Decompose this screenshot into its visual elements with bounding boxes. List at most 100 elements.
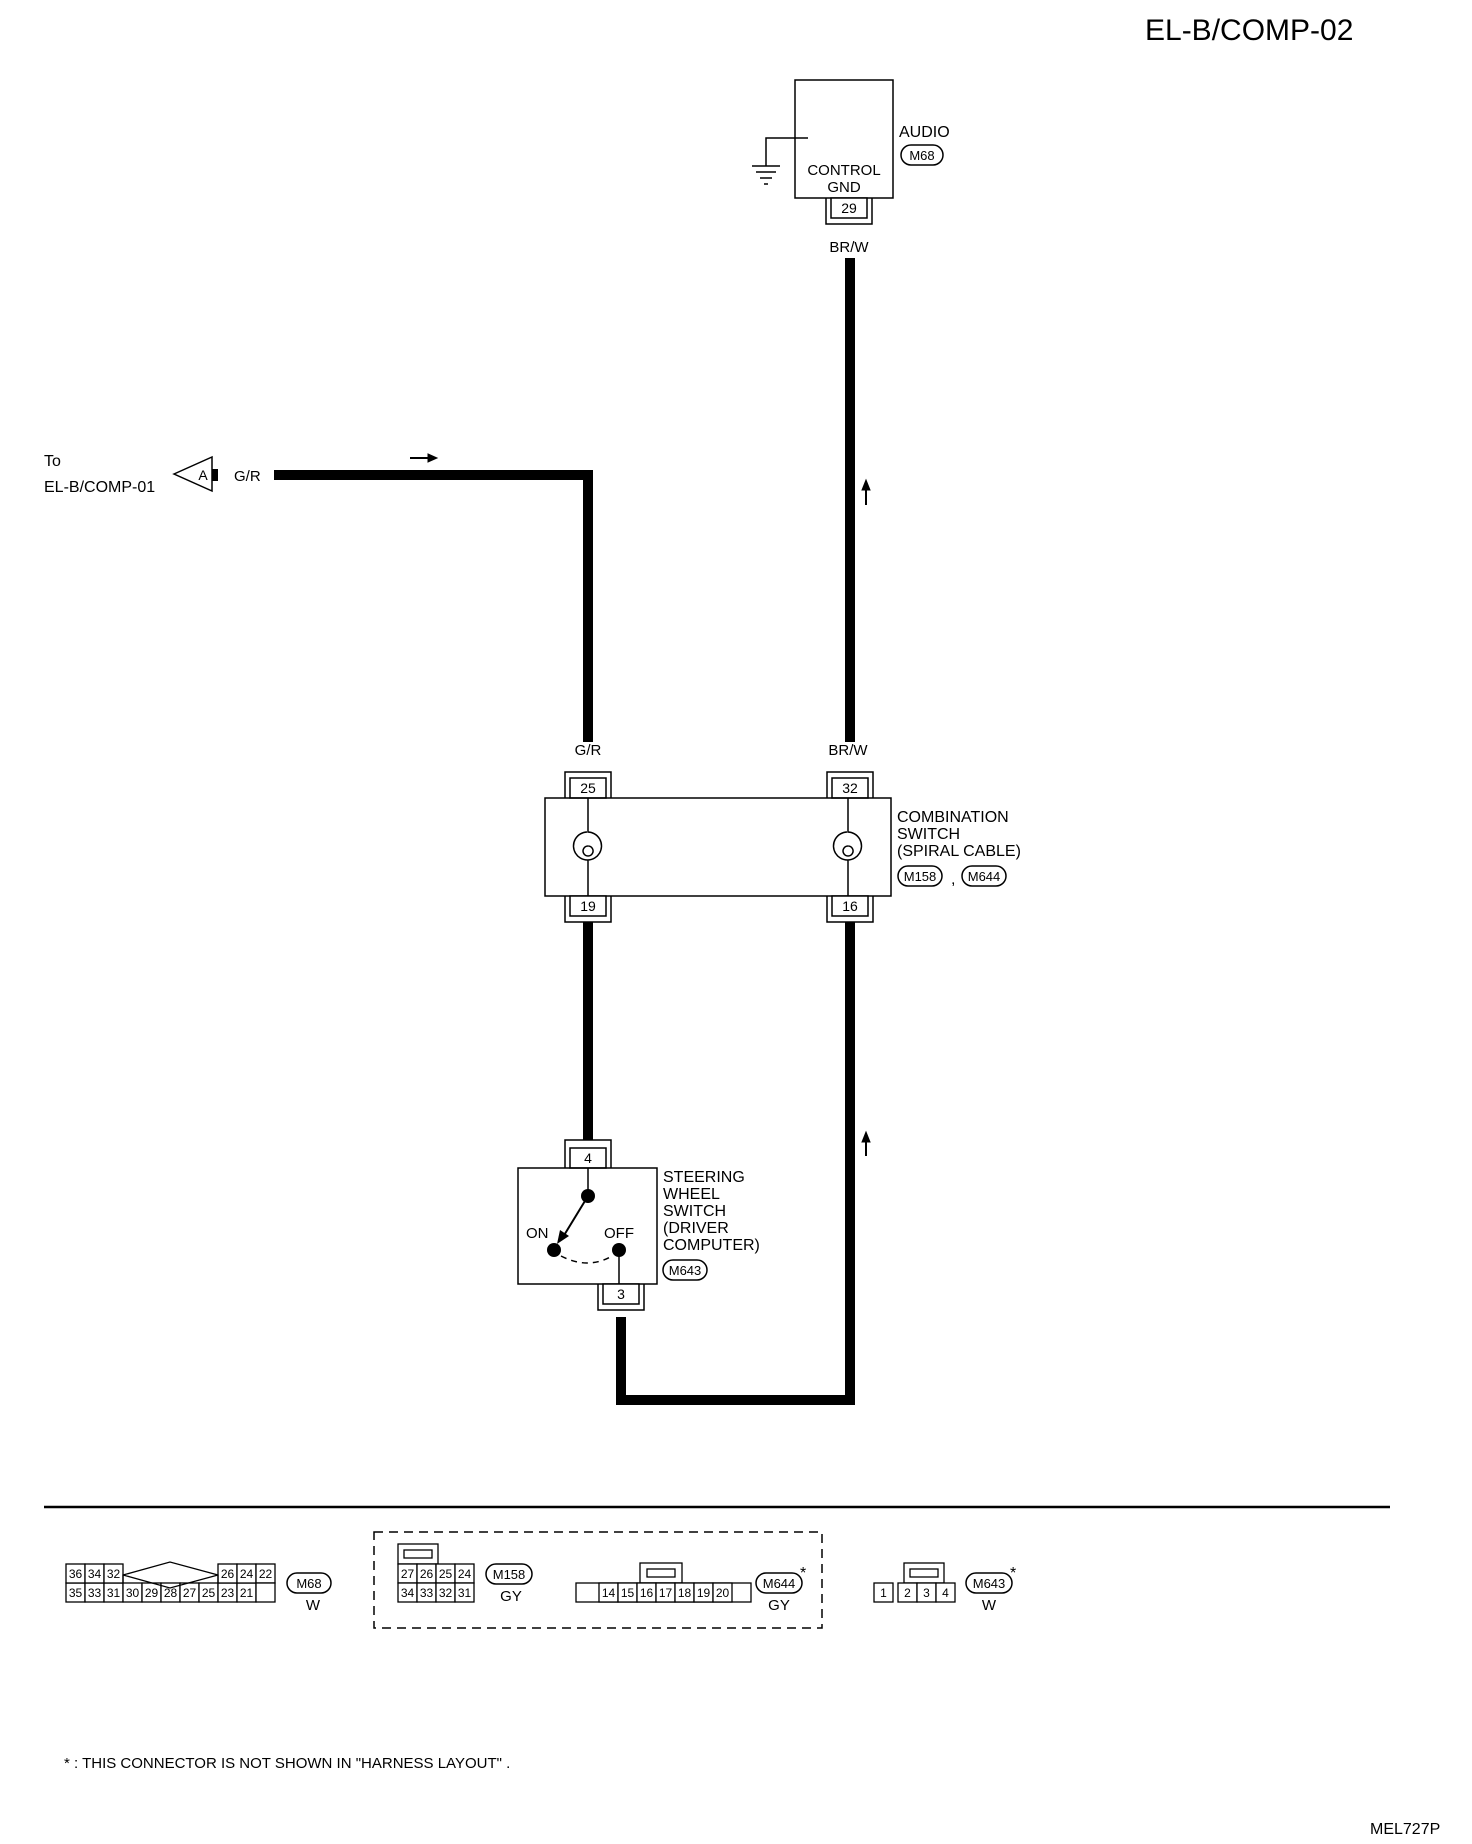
combo-terminal-19: 19 [580, 898, 596, 914]
combo-label-line3: (SPIRAL CABLE) [897, 843, 1021, 860]
m158-pin: 27 [401, 1567, 415, 1581]
combo-terminal-32: 32 [842, 780, 858, 796]
steering-terminal-3-bracket [597, 1284, 645, 1311]
diagram-code: MEL727P [1370, 1821, 1440, 1838]
audio-terminal-label-control: CONTROL [807, 162, 880, 179]
audio-label: AUDIO [899, 124, 950, 141]
m643-color: W [982, 1597, 997, 1614]
steering-terminal-3-box [602, 1283, 640, 1305]
audio-terminal-bracket [825, 198, 873, 225]
arrow-up-icon [861, 1130, 871, 1156]
audio-connector-id: M68 [909, 148, 934, 163]
wires [274, 258, 855, 1405]
combination-switch: G/R BR/W 25 32 19 16 COMBINATION SWITCH … [544, 742, 1021, 923]
arrow-up-icon [861, 478, 871, 505]
m643-asterisk: * [1010, 1565, 1016, 1582]
m68-lock-icon [122, 1561, 219, 1583]
m158-badge [485, 1563, 533, 1585]
m158-pin: 24 [458, 1567, 472, 1581]
combo-terminal-25-bracket [564, 771, 612, 798]
m68-pin: 34 [88, 1567, 102, 1581]
connector-view-m643 [873, 1562, 956, 1603]
m68-cell [255, 1582, 276, 1603]
steering-terminal-4: 4 [584, 1150, 592, 1166]
m68-pin: 26 [221, 1567, 235, 1581]
audio-unit: CONTROL GND AUDIO M68 29 BR/W [752, 79, 950, 256]
m68-pin: 22 [259, 1567, 273, 1581]
spiral-cable-icon [832, 798, 863, 896]
combo-terminal-16: 16 [842, 898, 858, 914]
m68-pin: 28 [164, 1586, 178, 1600]
steering-label-line5: COMPUTER) [663, 1237, 760, 1254]
offpage-ref: EL-B/COMP-01 [44, 479, 155, 496]
switch-off-label: OFF [604, 1225, 634, 1242]
m643-pin: 2 [904, 1586, 911, 1600]
m68-badge [286, 1572, 332, 1594]
footnote: * : THIS CONNECTOR IS NOT SHOWN IN "HARN… [64, 1755, 510, 1772]
m158-lock-inner [403, 1549, 433, 1559]
combo-switch-box [544, 797, 892, 897]
audio-terminal-number: 29 [841, 200, 857, 216]
m644-color: GY [768, 1597, 790, 1614]
flow-arrows [410, 453, 871, 1156]
m68-pin: 31 [107, 1586, 121, 1600]
spiral-cable-icon [572, 798, 603, 896]
m643-lock-inner [909, 1568, 939, 1578]
steering-terminal-3: 3 [617, 1286, 625, 1302]
ground-icon [752, 137, 808, 185]
connector-view-m68 [65, 1561, 276, 1603]
m158-pin: 25 [439, 1567, 453, 1581]
audio-terminal-box [830, 197, 868, 219]
steering-label-line1: STEERING [663, 1169, 745, 1186]
combo-connector-2: M644 [968, 869, 1001, 884]
m644-pin: 20 [716, 1586, 730, 1600]
combo-connector-separator: , [951, 871, 955, 888]
offpage-connector: To EL-B/COMP-01 A G/R [44, 453, 261, 496]
arrow-right-icon [410, 453, 439, 463]
m68-pin: 25 [202, 1586, 216, 1600]
m643-pin: 1 [880, 1586, 887, 1600]
m158-pin: 34 [401, 1586, 415, 1600]
m158-id: M158 [493, 1567, 526, 1582]
combo-terminal-16-box [831, 895, 869, 917]
combo-connector-1-badge [897, 865, 943, 887]
m158-pin: 33 [420, 1586, 434, 1600]
audio-wire-color: BR/W [829, 239, 869, 256]
steering-connector-badge [662, 1259, 708, 1281]
m68-lock-icon [122, 1574, 219, 1589]
audio-terminal-label-gnd: GND [827, 179, 861, 196]
m644-pin: 17 [659, 1586, 673, 1600]
m68-pin: 35 [69, 1586, 83, 1600]
m158-pin: 32 [439, 1586, 453, 1600]
m68-pin: 32 [107, 1567, 121, 1581]
combo-top-right-wire: BR/W [828, 742, 868, 759]
combo-label-line2: SWITCH [897, 826, 960, 843]
m68-pin: 27 [183, 1586, 197, 1600]
m68-pin: 21 [240, 1586, 254, 1600]
m643-cell [873, 1582, 894, 1603]
wire-g-r-upper [274, 470, 593, 742]
offpage-wire-color: G/R [234, 468, 261, 485]
m68-pin: 23 [221, 1586, 235, 1600]
m158-pin: 31 [458, 1586, 472, 1600]
m68-color: W [306, 1597, 321, 1614]
m68-id: M68 [296, 1576, 321, 1591]
m644-cell [712, 1582, 733, 1603]
offpage-letter: A [198, 467, 208, 483]
offpage-to-label: To [44, 453, 61, 470]
m644-pin: 14 [602, 1586, 616, 1600]
steering-terminal-4-bracket [564, 1139, 612, 1168]
page-title: EL-B/COMP-02 [1145, 14, 1353, 47]
steering-label-line2: WHEEL [663, 1186, 720, 1203]
m68-pin: 33 [88, 1586, 102, 1600]
connector-view-m158 [397, 1543, 475, 1603]
connector-group-box [373, 1531, 823, 1629]
audio-connector-badge [900, 144, 944, 166]
combo-top-left-wire: G/R [575, 742, 602, 759]
m644-badge [755, 1572, 803, 1594]
combo-connector-1: M158 [904, 869, 937, 884]
m68-pin: 36 [69, 1567, 83, 1581]
m643-badge [965, 1572, 1013, 1594]
switch-contact-icon [547, 1168, 626, 1284]
